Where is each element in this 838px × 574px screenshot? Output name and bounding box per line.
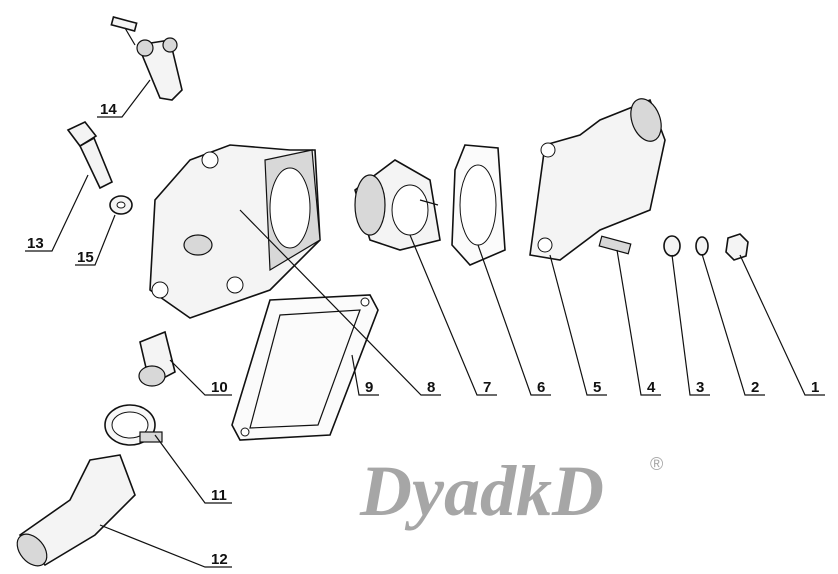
callout-15: 15 bbox=[77, 249, 94, 266]
watermark-registered-mark: ® bbox=[650, 454, 663, 474]
callout-11: 11 bbox=[211, 487, 227, 504]
callout-1: 1 bbox=[811, 379, 819, 396]
callout-9: 9 bbox=[365, 379, 373, 396]
part-hose bbox=[16, 454, 136, 567]
part-washer-15 bbox=[109, 195, 133, 215]
part-bolt bbox=[66, 121, 114, 190]
part-nipple bbox=[138, 330, 176, 387]
callout-3: 3 bbox=[696, 379, 704, 396]
leader-lines bbox=[25, 79, 825, 568]
part-gasket-6 bbox=[451, 144, 506, 266]
part-elbow bbox=[529, 98, 666, 261]
callout-4: 4 bbox=[647, 379, 656, 396]
part-thermostat bbox=[354, 159, 441, 251]
callout-8: 8 bbox=[427, 379, 435, 396]
callout-2: 2 bbox=[751, 379, 759, 396]
callout-14: 14 bbox=[100, 101, 117, 118]
part-washer-3 bbox=[663, 235, 681, 257]
watermark: DyadkD bbox=[359, 451, 604, 531]
part-tap bbox=[110, 16, 183, 101]
part-spring-washer-2 bbox=[695, 236, 709, 256]
callout-5: 5 bbox=[593, 379, 601, 396]
callout-7: 7 bbox=[483, 379, 491, 396]
callout-12: 12 bbox=[211, 551, 228, 568]
part-stud bbox=[598, 235, 632, 255]
callout-13: 13 bbox=[27, 235, 44, 252]
callout-10: 10 bbox=[211, 379, 228, 396]
part-clamp bbox=[104, 404, 163, 446]
callout-6: 6 bbox=[537, 379, 545, 396]
part-gasket-9 bbox=[231, 294, 379, 441]
part-nut-1 bbox=[725, 233, 749, 261]
part-housing bbox=[149, 144, 321, 319]
